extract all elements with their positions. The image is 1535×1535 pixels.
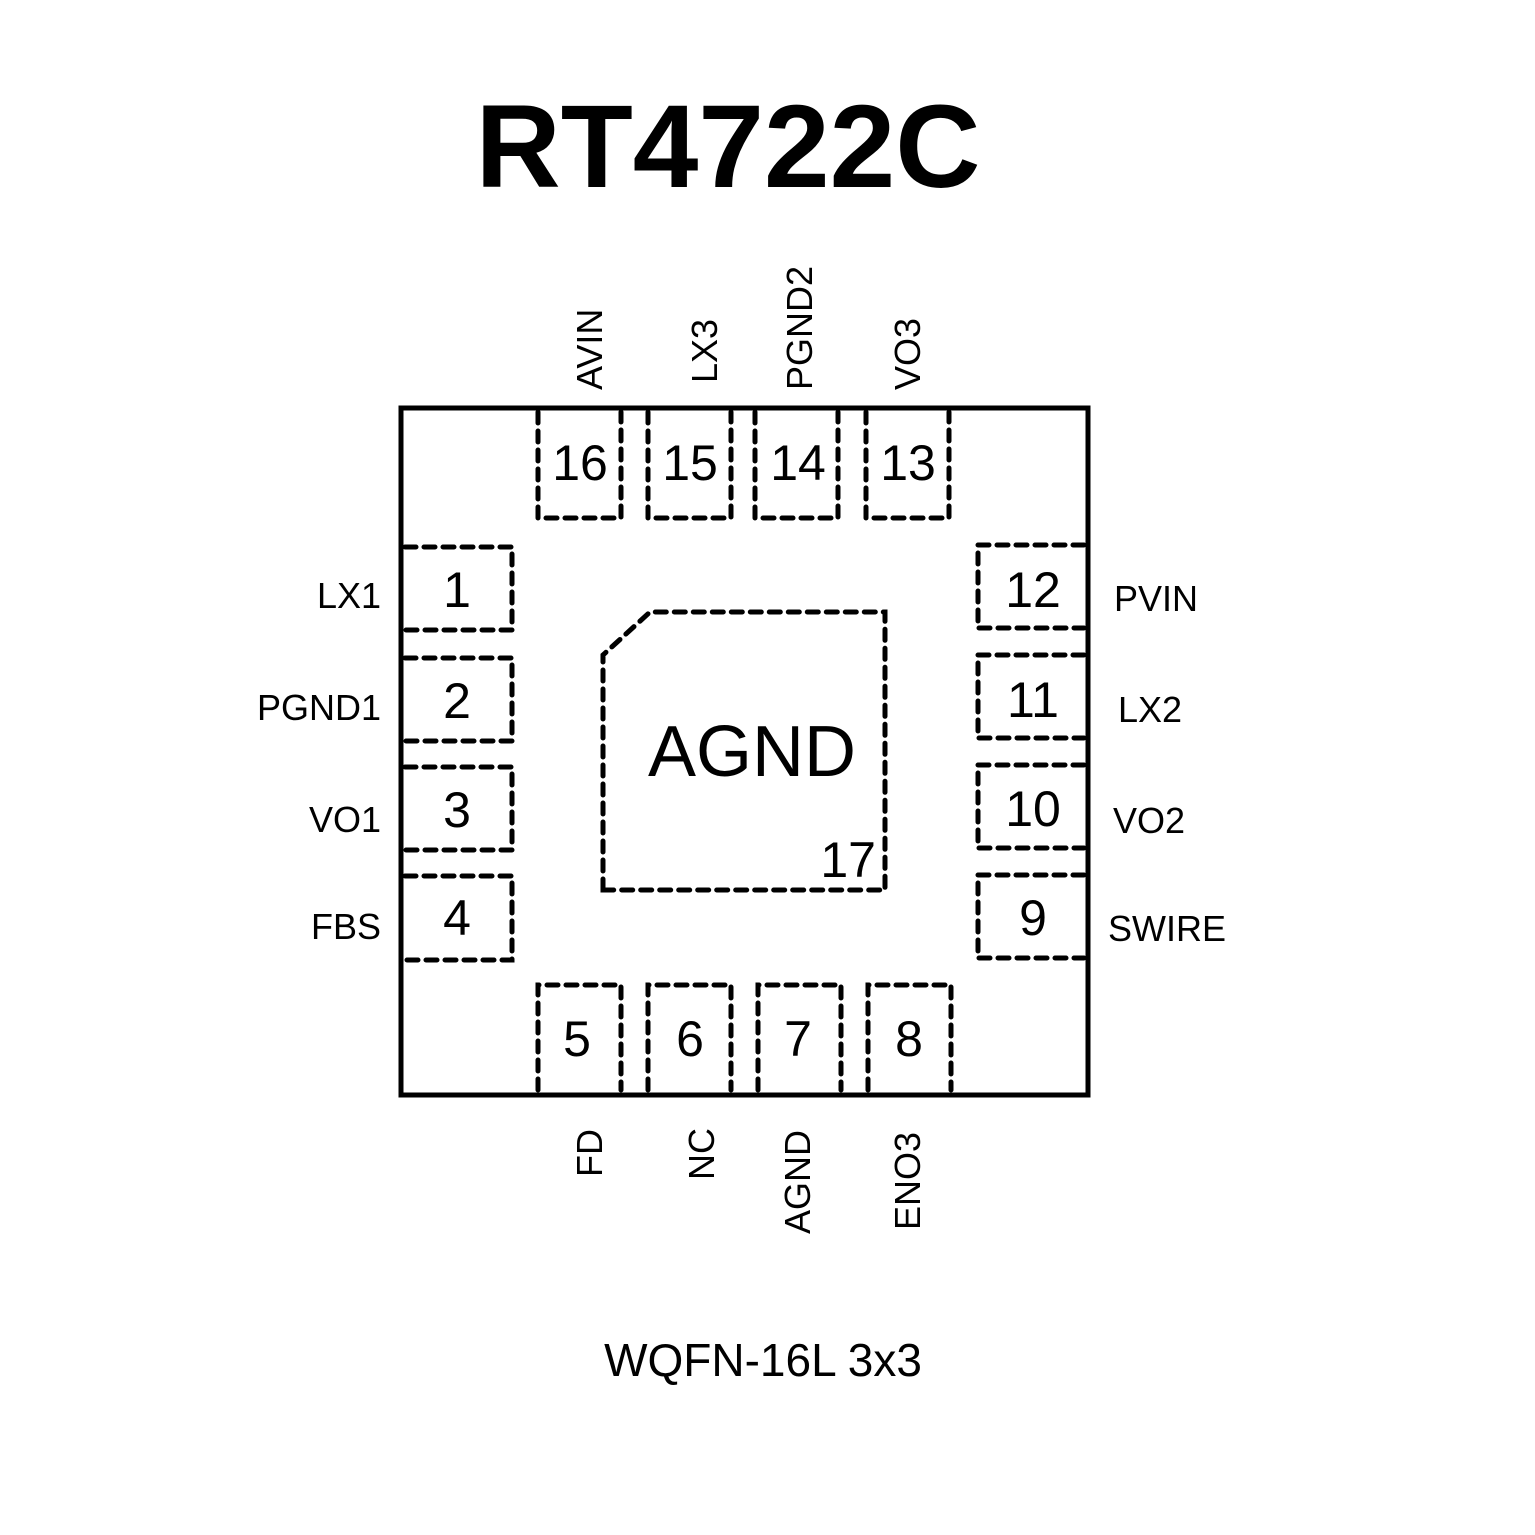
pin-11: 11 LX2: [975, 652, 1182, 741]
pin-16: 16 AVIN: [535, 309, 624, 521]
left-pins: 1 LX1 2 PGND1 3 VO1 4 FBS: [257, 544, 515, 963]
pin-number: 10: [1005, 781, 1061, 837]
pin-number: 1: [443, 562, 471, 618]
pin-name: SWIRE: [1108, 908, 1226, 949]
pin-2: 2 PGND1: [257, 655, 515, 744]
pin-pad: [755, 982, 844, 1093]
pin-name: LX1: [317, 575, 381, 616]
pin-number: 8: [895, 1011, 923, 1067]
pin-number: 3: [443, 782, 471, 838]
pin-5: 5 FD: [535, 982, 624, 1177]
pin-6: 6 NC: [645, 982, 734, 1180]
pin-name: NC: [681, 1128, 722, 1180]
pin-pad: [865, 982, 954, 1093]
pin-name: LX2: [1118, 689, 1182, 730]
pin-1: 1 LX1: [317, 544, 515, 633]
pin-number: 16: [552, 435, 608, 491]
pin-number: 13: [880, 435, 936, 491]
pin-number: 2: [443, 673, 471, 729]
pin-7: 7 AGND: [755, 982, 844, 1234]
top-pins: 16 AVIN 15 LX3 14 PGND2 13 VO3: [535, 266, 952, 521]
package-body-outline: [398, 405, 1091, 1098]
pin-15: 15 LX3: [645, 319, 734, 521]
pin-name: AVIN: [569, 309, 610, 390]
exposed-pad-number: 17: [820, 832, 876, 888]
pin-number: 11: [1007, 672, 1059, 728]
right-pins: 12 PVIN 11 LX2 10 VO2 9 SWIRE: [975, 542, 1226, 961]
pin-number: 7: [784, 1011, 812, 1067]
pin-pad: [645, 982, 734, 1093]
pin-number: 5: [563, 1011, 591, 1067]
pin-name: PVIN: [1114, 578, 1198, 619]
pin-name: FBS: [311, 906, 381, 947]
pin-number: 12: [1005, 562, 1061, 618]
chip-title: RT4722C: [475, 81, 980, 213]
pin-number: 9: [1019, 890, 1047, 946]
pin-number: 14: [770, 435, 826, 491]
pin-name: VO1: [309, 799, 381, 840]
pin-10: 10 VO2: [975, 762, 1185, 851]
pin-number: 4: [443, 890, 471, 946]
pin-name: PGND1: [257, 687, 381, 728]
pin-12: 12 PVIN: [975, 542, 1198, 631]
pin-14: 14 PGND2: [752, 266, 841, 521]
exposed-pad-outline: [600, 609, 888, 893]
pin-name: FD: [569, 1129, 610, 1177]
pin-9: 9 SWIRE: [975, 872, 1226, 961]
pin-name: LX3: [684, 319, 725, 383]
pin-number: 6: [676, 1011, 704, 1067]
pin-13: 13 VO3: [863, 318, 952, 521]
pin-name: VO2: [1113, 800, 1185, 841]
exposed-pad: AGND 17: [600, 609, 888, 893]
pin-3: 3 VO1: [309, 764, 515, 853]
pin-name: VO3: [887, 318, 928, 390]
pin-4: 4 FBS: [311, 873, 515, 963]
bottom-pins: 5 FD 6 NC 7 AGND 8 ENO3: [535, 982, 954, 1234]
package-name: WQFN-16L 3x3: [604, 1334, 922, 1386]
pin-name: PGND2: [779, 266, 820, 390]
pin-name: AGND: [777, 1130, 818, 1234]
pin-pad: [535, 982, 624, 1093]
pin-name: ENO3: [887, 1132, 928, 1230]
pin-number: 15: [662, 435, 718, 491]
exposed-pad-name: AGND: [648, 712, 856, 792]
pin-8: 8 ENO3: [865, 982, 954, 1230]
pin-pad: [402, 873, 515, 963]
